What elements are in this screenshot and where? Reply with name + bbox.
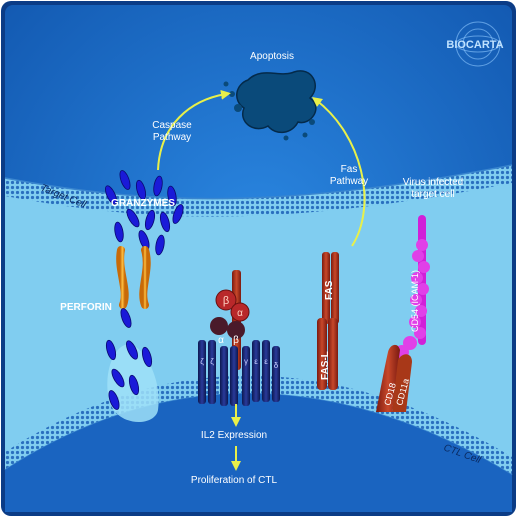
tcr-alpha-domain — [230, 302, 250, 322]
cd3-chain — [208, 340, 216, 404]
fasl-chain — [328, 318, 338, 390]
tcr-alpha-label: α — [237, 308, 243, 319]
caspase-label-line2: Pathway — [153, 132, 191, 143]
cd54-label: CD54 (ICAM-1) — [410, 270, 420, 332]
fas-pathway-label-line1: Fas — [341, 164, 358, 175]
fasl-label: FAS-L — [320, 351, 331, 380]
mhc-alpha-label: α — [218, 335, 224, 346]
cd3-chain — [262, 340, 270, 402]
il2-label: IL2 Expression — [201, 430, 267, 441]
granzyme — [159, 211, 171, 233]
biocarta-logo: BIOCARTA — [446, 21, 504, 67]
granzyme — [167, 185, 177, 207]
icam-lfa-complex: CD54 (ICAM-1) CD18 CD11a — [376, 215, 430, 412]
cd3-epsilon-label: ε — [254, 357, 258, 366]
tcr-beta-domain — [215, 289, 237, 311]
granzyme — [114, 221, 124, 243]
fas-label: FAS — [324, 280, 335, 300]
granzyme — [144, 209, 156, 231]
cd54-domains — [395, 239, 430, 359]
mhc-beta-label: β — [233, 335, 239, 346]
apoptotic-body — [223, 70, 317, 141]
granzyme — [128, 374, 140, 396]
granzyme — [120, 308, 132, 328]
granzyme — [111, 368, 125, 388]
caspase-arrow — [157, 89, 231, 171]
virus-label-line2: target cell — [411, 189, 454, 200]
perforin-label: PERFORIN — [60, 302, 112, 313]
fas-arrow — [312, 96, 366, 247]
granzyme — [108, 390, 120, 410]
granzyme — [155, 234, 165, 256]
granzyme — [172, 204, 184, 224]
perforin-pore — [116, 246, 151, 309]
granzyme — [135, 179, 147, 201]
virus-label-line1: Virus infected — [403, 177, 463, 188]
granzyme — [105, 339, 117, 361]
granzyme-cluster-upper — [105, 170, 184, 256]
granzyme — [126, 340, 138, 360]
granzyme — [119, 170, 131, 190]
cd3-chain — [252, 340, 260, 402]
cd3-chain — [198, 340, 206, 404]
granzyme — [141, 346, 153, 368]
proliferation-label: Proliferation of CTL — [191, 475, 278, 486]
caspase-label-line1: Caspase — [152, 120, 192, 131]
fas-chain — [322, 252, 330, 324]
cd3-epsilon-label: ε — [264, 357, 268, 366]
apoptosis-label: Apoptosis — [250, 51, 294, 62]
tcr-complex: β α α β ζ ζ γ ε ε δ — [198, 270, 280, 406]
tcr-beta-label: β — [223, 295, 229, 307]
granzyme — [153, 175, 163, 197]
granzyme — [105, 185, 117, 205]
fasl-chain — [317, 318, 327, 390]
cd3-chain — [230, 346, 238, 406]
mhc-beta-domain — [227, 321, 245, 339]
target-cell-membrane — [5, 165, 512, 217]
cd3-chain — [220, 346, 228, 406]
logo-text: BIOCARTA — [446, 39, 503, 51]
cd11a-chain — [392, 354, 412, 412]
cd3-zeta-label: ζ — [200, 357, 204, 366]
cd3-zeta-label: ζ — [210, 357, 214, 366]
cd3-chain — [242, 346, 250, 406]
ctl-cell-interior — [5, 393, 512, 512]
cd3-delta-label: δ — [274, 361, 279, 370]
cd3-gamma-label: γ — [244, 357, 248, 366]
target-membrane-edge — [4, 164, 513, 200]
granzymes-label: GRANZYMES — [111, 198, 175, 209]
fas-chain — [331, 252, 339, 324]
fas-pathway-label-line2: Pathway — [330, 176, 368, 187]
mhc-alpha-domain — [210, 317, 228, 335]
cd3-chain — [272, 346, 280, 402]
granzyme-cluster-lower — [105, 308, 153, 410]
granzyme — [126, 208, 140, 228]
fas-fasl-complex: FAS FAS-L — [317, 252, 339, 390]
